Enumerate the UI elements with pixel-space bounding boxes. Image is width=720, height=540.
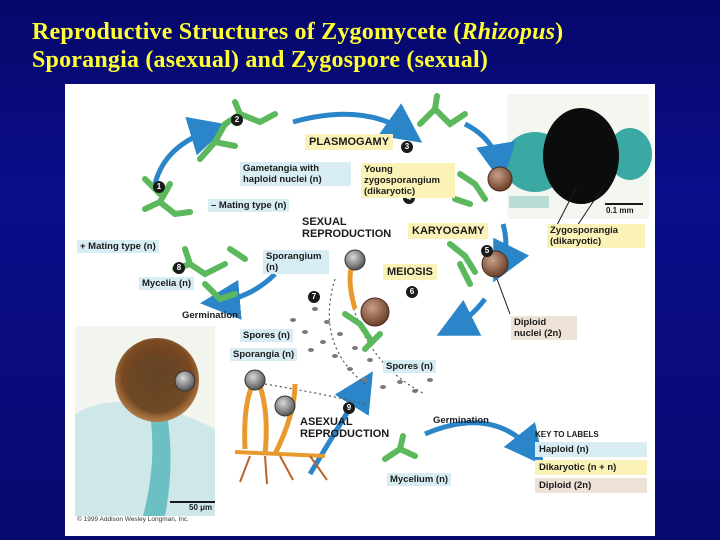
plasmogamy-label: PLASMOGAMY — [305, 134, 394, 150]
life-cycle-drawing — [75, 93, 652, 516]
key-dikaryotic: Dikaryotic (n + n) — [535, 460, 647, 475]
step-6-badge: 6 — [406, 286, 418, 298]
sporangia-label: Sporangia (n) — [230, 348, 298, 361]
mating-plus-label: + Mating type (n) — [77, 240, 159, 253]
mycelium-label: Mycelium (n) — [387, 473, 452, 486]
step-2-badge: 2 — [231, 114, 243, 126]
germination-bottom-label: Germination — [433, 415, 489, 426]
sexual-line2: REPRODUCTION — [302, 228, 392, 240]
key-diploid: Diploid (2n) — [535, 478, 647, 493]
key-title: KEY TO LABELS — [535, 430, 599, 439]
title-line2: Sporangia (asexual) and Zygospore (sexua… — [32, 47, 489, 73]
sporangiophores — [174, 249, 366, 485]
life-cycle-figure: 1 2 3 4 5 6 7 8 9 PLASMOGAMY KARYOGAMY M… — [65, 84, 655, 536]
zygosporangia-label: Zygosporangia (dikaryotic) — [547, 224, 645, 248]
step-1-badge: 1 — [153, 181, 165, 193]
spores-left-label: Spores (n) — [240, 329, 293, 342]
title-line1-post: ) — [555, 19, 564, 45]
karyogamy-label: KARYOGAMY — [408, 223, 489, 239]
diploid-nuclei-label: Diploid nuclei (2n) — [511, 316, 577, 340]
copyright-notice: © 1999 Addison Wesley Longman, Inc. — [77, 516, 189, 523]
step-3-badge: 3 — [401, 141, 413, 153]
slide-title: Reproductive Structures of Zygomycete (R… — [32, 18, 563, 74]
scale-bar-top-label: 0.1 mm — [606, 206, 634, 215]
scale-bar-bottom-label: 50 μm — [189, 503, 213, 512]
young-zygosporangium-label: Young zygosporangium (dikaryotic) — [361, 163, 455, 198]
key-haploid: Haploid (n) — [535, 442, 647, 457]
spores-right-label: Spores (n) — [383, 360, 436, 373]
spore-cluster — [290, 307, 433, 393]
step-5-badge: 5 — [481, 245, 493, 257]
title-line1-genus: Rhizopus — [461, 19, 556, 45]
sporangium-micrograph — [75, 326, 215, 516]
mating-minus-label: – Mating type (n) — [208, 199, 290, 212]
step-8-badge: 8 — [173, 262, 185, 274]
asexual-line1: ASEXUAL — [300, 416, 353, 428]
key-to-labels: KEY TO LABELS Haploid (n) Dikaryotic (n … — [535, 430, 647, 496]
sexual-line1: SEXUAL — [302, 216, 347, 228]
mycelia-label: Mycelia (n) — [139, 277, 195, 290]
germination-top-label: Germination — [182, 310, 238, 321]
leader-lines — [496, 183, 606, 315]
sexual-reproduction-label: SEXUAL REPRODUCTION — [302, 216, 391, 240]
sporangium-label: Sporangium (n) — [263, 250, 329, 274]
zygosporangia — [360, 166, 513, 327]
gametangia-label: Gametangia with haploid nuclei (n) — [240, 162, 351, 186]
asexual-reproduction-label: ASEXUAL REPRODUCTION — [300, 416, 389, 440]
asexual-line2: REPRODUCTION — [300, 428, 390, 440]
zygosporangium-micrograph — [503, 94, 652, 219]
hyphae — [142, 93, 488, 462]
step-7-badge: 7 — [308, 291, 320, 303]
title-line1-pre: Reproductive Structures of Zygomycete ( — [32, 19, 462, 45]
meiosis-label: MEIOSIS — [383, 264, 437, 280]
step-9-badge: 9 — [343, 402, 355, 414]
